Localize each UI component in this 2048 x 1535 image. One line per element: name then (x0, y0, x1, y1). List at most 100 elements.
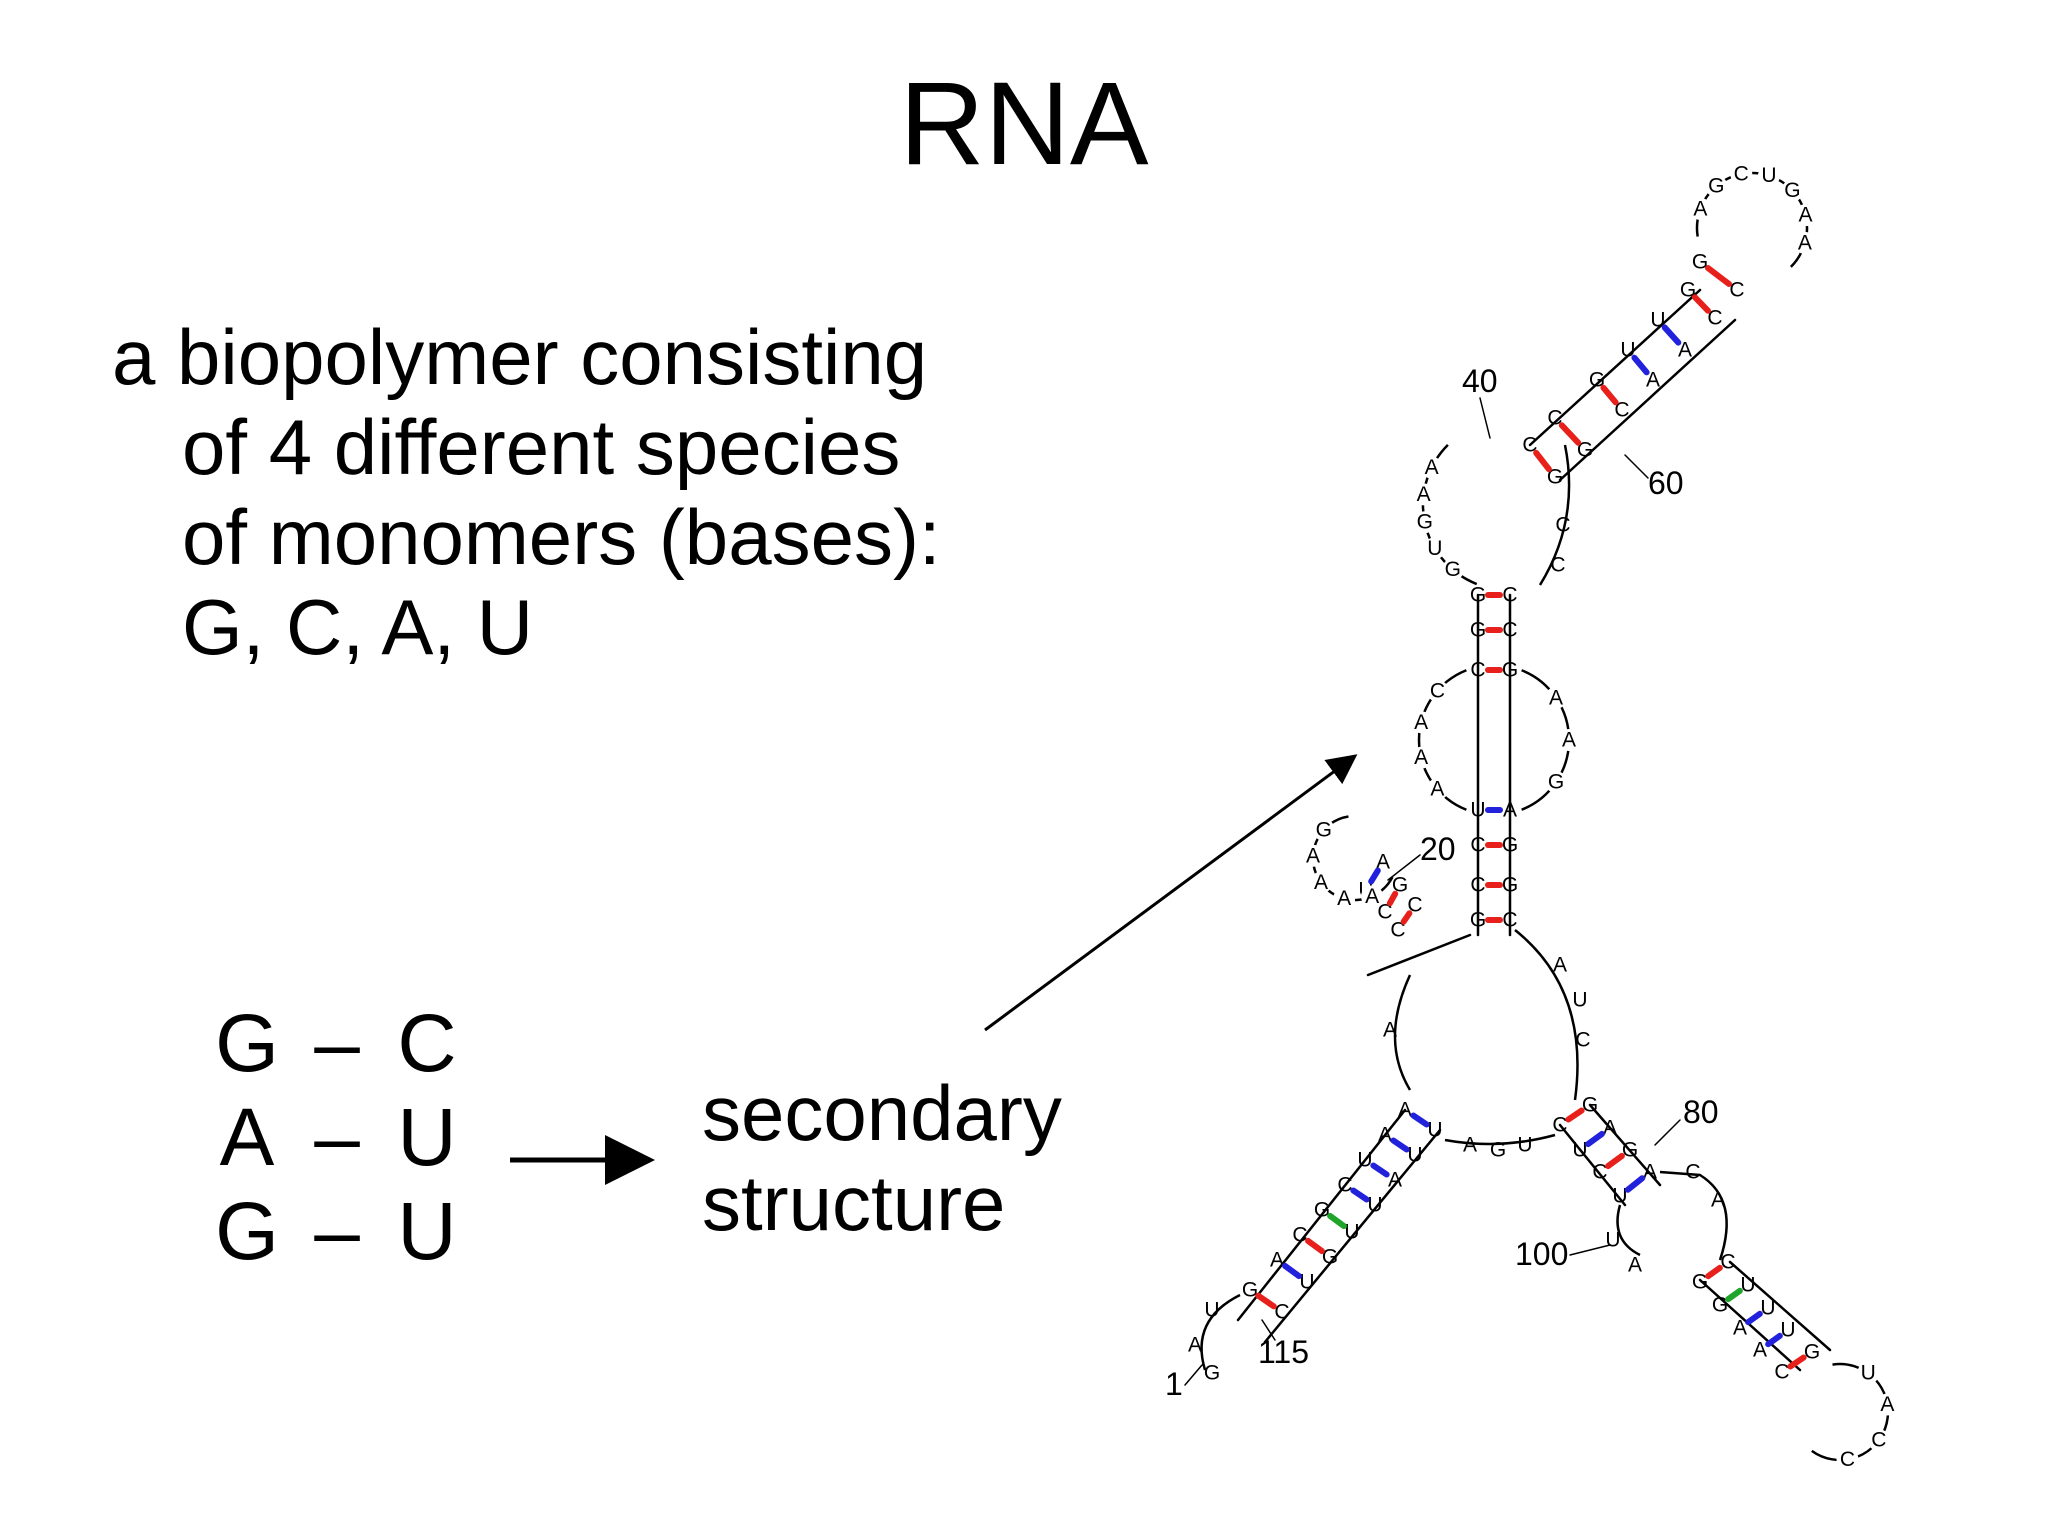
backbone-line (1728, 1260, 1832, 1352)
base-pair-bond (1558, 422, 1582, 446)
backbone-arc (1538, 444, 1571, 586)
nucleotide-label: U (1740, 1274, 1755, 1297)
nucleotide-bg (1312, 818, 1335, 841)
base-pair-right: U (397, 1092, 457, 1183)
nucleotide-label: A (1414, 746, 1428, 769)
nucleotide-bg (1730, 163, 1753, 186)
nucleotide-label: A (1553, 954, 1567, 977)
base-pair-bond (1631, 354, 1650, 376)
nucleotide-label: C (1292, 1224, 1307, 1247)
nucleotide-label: U (1780, 1319, 1795, 1342)
nucleotide-label: C (1390, 919, 1405, 942)
backbone-arc (1200, 1293, 1241, 1371)
nucleotide-bg (1426, 679, 1449, 702)
nucleotide-label: U (1367, 1194, 1382, 1217)
nucleotide-label: U (1572, 1139, 1587, 1162)
nucleotide-label: C (1502, 584, 1517, 607)
nucleotide-label: C (1274, 1301, 1289, 1324)
nucleotide-label: C (1555, 514, 1570, 537)
nucleotide-label: A (1398, 1099, 1412, 1122)
nucleotide-label: A (1337, 887, 1351, 910)
slide-title: RNA (899, 58, 1149, 190)
nucleotide-label: U (1427, 1119, 1442, 1142)
nucleotide-label: A (1693, 197, 1707, 220)
base-pair-bond (1386, 890, 1399, 907)
nucleotide-bg (1876, 1393, 1899, 1416)
secondary-structure-line-1: secondary (702, 1069, 1062, 1157)
base-pair-bond (1725, 1287, 1743, 1303)
nucleotide-label: C (1502, 909, 1517, 932)
position-tick (1654, 1119, 1681, 1146)
backbone-line (1558, 1123, 1627, 1207)
nucleotide-label: U (1470, 799, 1485, 822)
nucleotide-label: C (1502, 619, 1517, 642)
nucleotide-bg (1310, 871, 1333, 894)
nucleotide-label: A (1376, 851, 1390, 874)
nucleotide-label: G (1502, 659, 1518, 682)
nucleotide-label: C (1547, 407, 1562, 430)
nucleotide-label: G (1392, 874, 1408, 897)
nucleotide-label: U (1605, 1229, 1620, 1252)
base-pair-gu: G–U (212, 1191, 462, 1273)
backbone-arc (1659, 1170, 1728, 1261)
nucleotide-label: A (1306, 844, 1320, 867)
position-tick (1479, 397, 1491, 439)
nucleotide-label: C (1377, 901, 1392, 924)
nucleotide-label: G (1470, 909, 1486, 932)
base-pair-dash: – (314, 998, 360, 1089)
nucleotide-label: G (1242, 1279, 1258, 1302)
base-pair-bond (1787, 1354, 1807, 1370)
base-pair-bond (1327, 1212, 1347, 1230)
nucleotide-label: A (1711, 1189, 1725, 1212)
base-pair-bond (1661, 324, 1682, 346)
base-pair-bond (1390, 1137, 1410, 1153)
position-label: 40 (1462, 363, 1498, 399)
nucleotide-label: C (1685, 1161, 1700, 1184)
nucleotide-label: G (1708, 175, 1724, 198)
nucleotide-label: C (1407, 894, 1422, 917)
base-pair-dash: – (314, 1186, 360, 1277)
nucleotide-bg (1361, 885, 1384, 908)
description: a biopolymer consisting of 4 different s… (112, 312, 941, 672)
nucleotide-label: A (1378, 1124, 1392, 1147)
nucleotide-label: C (1470, 874, 1485, 897)
nucleotide-bg (1857, 1362, 1880, 1385)
structure-pointer-arrow (984, 754, 1358, 1032)
base-pair-left: A (219, 1092, 275, 1183)
nucleotide-label: A (1603, 1117, 1617, 1140)
nucleotide-label: A (1383, 1019, 1397, 1042)
nucleotide-label: G (1804, 1341, 1820, 1364)
nucleotide-label: U (1299, 1271, 1314, 1294)
base-pair-bond (1565, 1107, 1585, 1123)
nucleotide-label: U (1204, 1299, 1219, 1322)
nucleotide-label: C (1522, 434, 1537, 457)
base-pair-bond (1705, 1264, 1723, 1280)
backbone-line (1558, 318, 1737, 482)
nucleotide-label: A (1733, 1317, 1747, 1340)
nucleotide-label: U (1612, 1185, 1627, 1208)
nucleotide-label: G (1445, 558, 1461, 581)
nucleotide-label: U (1344, 1221, 1359, 1244)
nucleotide-label: C (1871, 1429, 1886, 1452)
base-pair-right: U (397, 1186, 457, 1277)
nucleotide-label: G (1314, 1199, 1330, 1222)
nucleotide-label: G (1490, 1139, 1506, 1162)
nucleotide-label: G (1548, 771, 1564, 794)
description-line-4: G, C, A, U (182, 583, 534, 671)
nucleotide-label: A (1503, 799, 1517, 822)
nucleotide-label: C (1470, 659, 1485, 682)
nucleotide-label: A (1562, 729, 1576, 752)
nucleotide-label: A (1798, 231, 1812, 254)
nucleotide-label: C (1734, 163, 1749, 186)
nucleotide-bg (1302, 844, 1325, 867)
nucleotide-bg (1689, 197, 1712, 220)
nucleotide-label: C (1774, 1361, 1789, 1384)
base-pair-left: G (215, 1186, 279, 1277)
nucleotide-bg (1545, 686, 1568, 709)
nucleotide-label: G (1692, 251, 1708, 274)
secondary-structure-line-2: structure (702, 1159, 1006, 1247)
position-tick (1624, 454, 1649, 479)
nucleotide-label: C (1470, 834, 1485, 857)
nucleotide-bg (1757, 164, 1780, 187)
nucleotide-label: A (1430, 778, 1444, 801)
